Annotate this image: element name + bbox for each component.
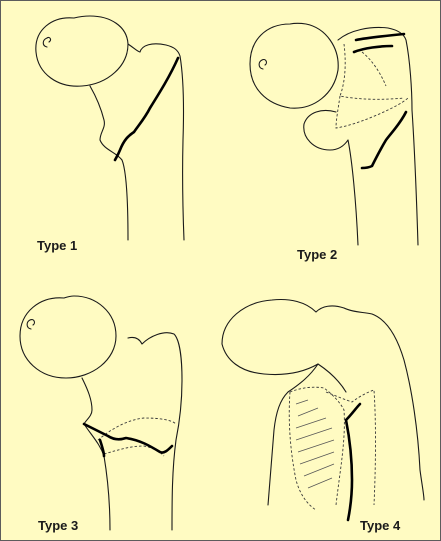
type-2-fracture-lower — [362, 112, 406, 168]
type-1-medial-cortex — [90, 86, 128, 240]
type-3-label: Type 3 — [38, 518, 78, 533]
type-1-fovea — [43, 37, 50, 47]
type-2-fovea — [259, 60, 266, 69]
type-4-hatching — [296, 400, 334, 488]
type-1-femoral-head — [36, 16, 128, 86]
type-2-fragment-outline-a — [340, 44, 404, 99]
type-3-medial-cortex — [82, 378, 110, 530]
type-3-fragment-outline-b — [104, 446, 164, 456]
type-4-label: Type 4 — [360, 518, 400, 533]
type-3-fracture-line — [84, 424, 172, 453]
type-2-trochanter-top — [338, 28, 418, 246]
type-3-fovea — [27, 320, 34, 329]
type-2-femoral-head — [250, 23, 338, 108]
type-1-greater-trochanter — [140, 44, 184, 240]
panel-type-1-drawing — [36, 16, 184, 240]
type-3-femoral-head — [20, 296, 116, 378]
type-4-fracture-line-b — [346, 404, 360, 420]
panel-type-4-drawing — [222, 300, 424, 521]
type-3-trochanter — [128, 333, 182, 530]
panel-type-2-drawing — [250, 23, 418, 245]
type-1-neck-top — [128, 44, 140, 52]
type-2-lesser-trochanter — [304, 111, 358, 246]
type-2-fragment-outline-b — [336, 96, 408, 128]
type-2-fracture-upper — [356, 34, 404, 40]
type-4-fracture-line — [346, 420, 352, 520]
type-2-label: Type 2 — [297, 247, 337, 262]
type-2-fragment-outline-c — [362, 52, 386, 86]
type-4-medial-outline — [222, 344, 318, 505]
type-4-fragment-outline-c — [289, 392, 316, 510]
type-2-fracture-mid — [354, 46, 392, 52]
type-4-head-and-trochanter — [222, 300, 424, 501]
panel-type-3-drawing — [20, 296, 182, 530]
type-1-fracture-line — [115, 58, 178, 160]
type-1-label: Type 1 — [37, 238, 77, 253]
